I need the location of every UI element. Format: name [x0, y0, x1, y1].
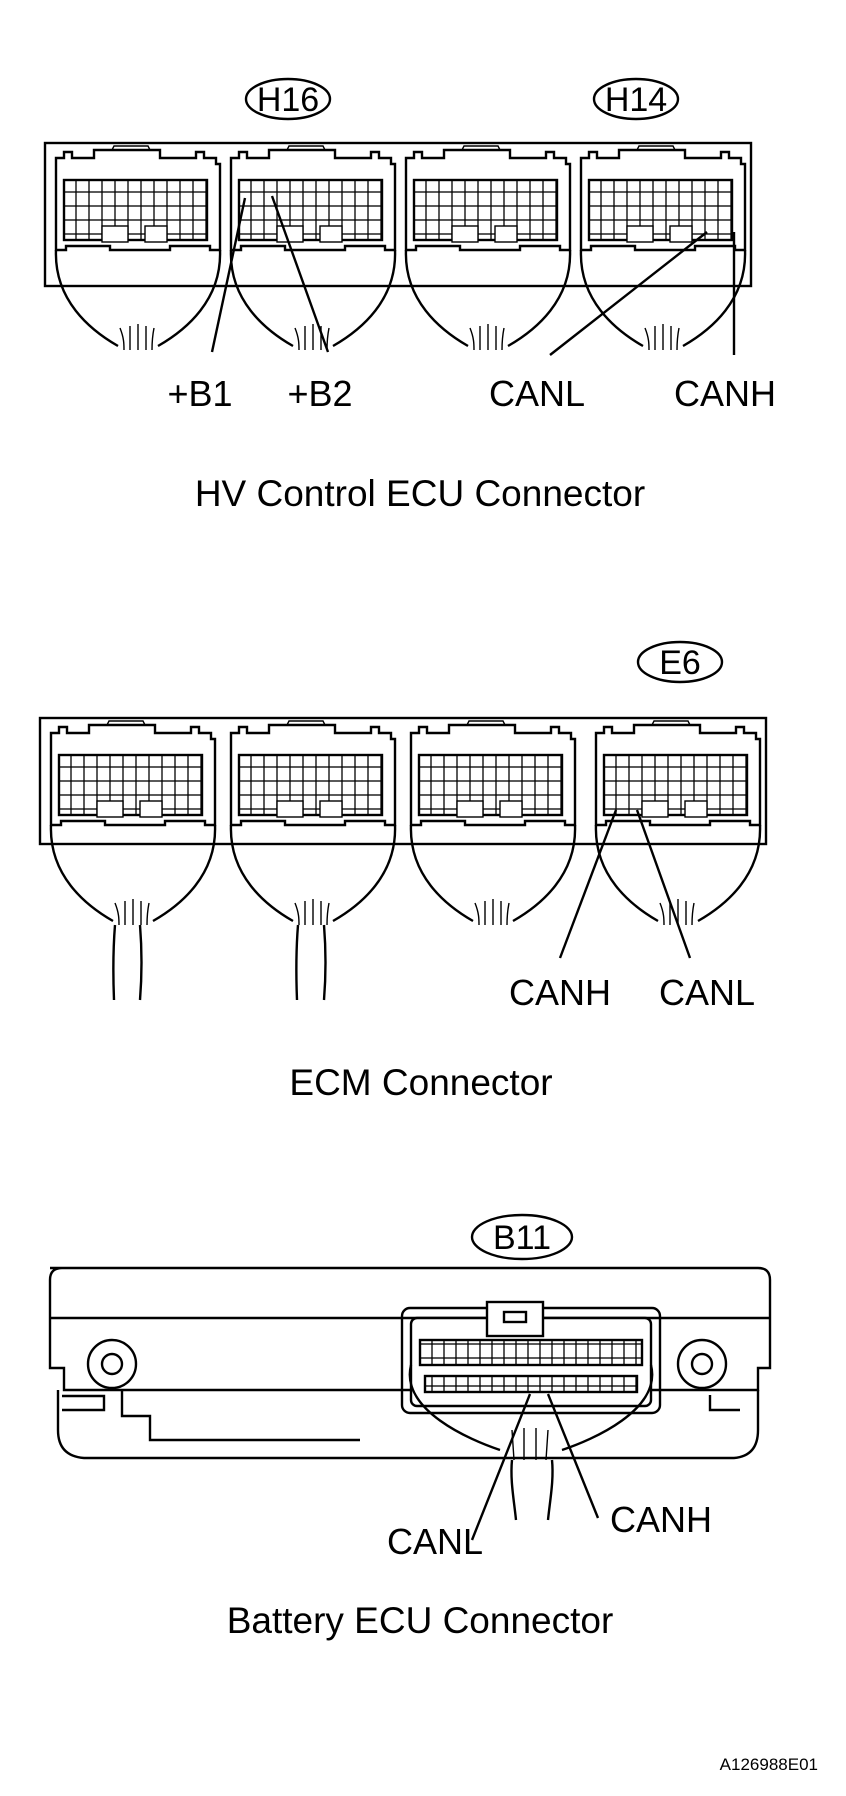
cable-tail: [112, 924, 143, 1001]
callout-oval: [244, 77, 332, 121]
pin-label-b2: +B2: [287, 373, 352, 414]
connector-callout-h16: H16: [257, 81, 319, 119]
mounting-bolt: [676, 1338, 728, 1390]
connector-callout-h14: H14: [605, 81, 667, 119]
pin-label-canh: CANH: [509, 972, 611, 1013]
leader-line-b2: [270, 195, 330, 353]
mounting-bolt: [86, 1338, 138, 1390]
lower-bracket: [56, 1390, 760, 1460]
pin-label-canl: CANL: [659, 972, 755, 1013]
connector-socket: [49, 719, 217, 927]
connector-socket: [54, 144, 222, 352]
harness-outline: [561, 1364, 654, 1452]
bracket-tab: [708, 1395, 740, 1412]
bracket-rail: [120, 1390, 360, 1442]
bracket-tab: [62, 1394, 106, 1412]
cable-tail: [295, 924, 327, 1001]
callout-oval: [470, 1213, 574, 1261]
connector-socket: [229, 719, 397, 927]
hv-control-ecu-connector: H16 H14 +B1 +B2 CANL CANH HV Control ECU…: [43, 77, 776, 514]
connector-callout-e6: E6: [659, 644, 701, 682]
ecu-housing: [43, 141, 753, 288]
pin-label-canl: CANL: [489, 373, 585, 414]
connector-socket: [229, 144, 397, 352]
leader-line-canh: [546, 1393, 600, 1519]
leader-line-canl: [470, 1393, 532, 1541]
mounting-bolt-hole: [690, 1352, 714, 1376]
pin-label-canh: CANH: [674, 373, 776, 414]
connector-socket: [409, 719, 577, 927]
ecu-housing: [38, 716, 768, 846]
mounting-bolt-hole: [100, 1352, 124, 1376]
battery-ecu-connector: B11 CANL CANH Battery ECU: [48, 1213, 772, 1641]
callout-oval: [592, 77, 680, 121]
latch-slot: [502, 1310, 528, 1324]
pin-label-canl: CANL: [387, 1521, 483, 1562]
ecm-connector: E6 CANH CANL ECM Connector: [38, 640, 768, 1103]
connector-socket: [404, 144, 572, 352]
battery-ecu-caption: Battery ECU Connector: [227, 1600, 614, 1641]
leader-line-canl: [549, 231, 708, 356]
connector-callout-b11: B11: [493, 1219, 551, 1257]
pin-label-canh: CANH: [610, 1499, 712, 1540]
leader-line-b1: [210, 197, 247, 353]
callout-oval: [636, 640, 724, 684]
pin-label-b1: +B1: [167, 373, 232, 414]
leader-line-canh: [558, 809, 618, 959]
document-id: A126988E01: [720, 1755, 818, 1774]
harness-outline: [408, 1364, 501, 1452]
ecm-caption: ECM Connector: [289, 1062, 552, 1103]
wire-strands: [511, 1428, 549, 1461]
connector-socket: [579, 144, 747, 352]
cable-tail: [510, 1459, 554, 1521]
leader-line-canl: [635, 809, 692, 959]
hv-ecu-caption: HV Control ECU Connector: [195, 473, 645, 514]
connector-socket: [594, 719, 762, 927]
